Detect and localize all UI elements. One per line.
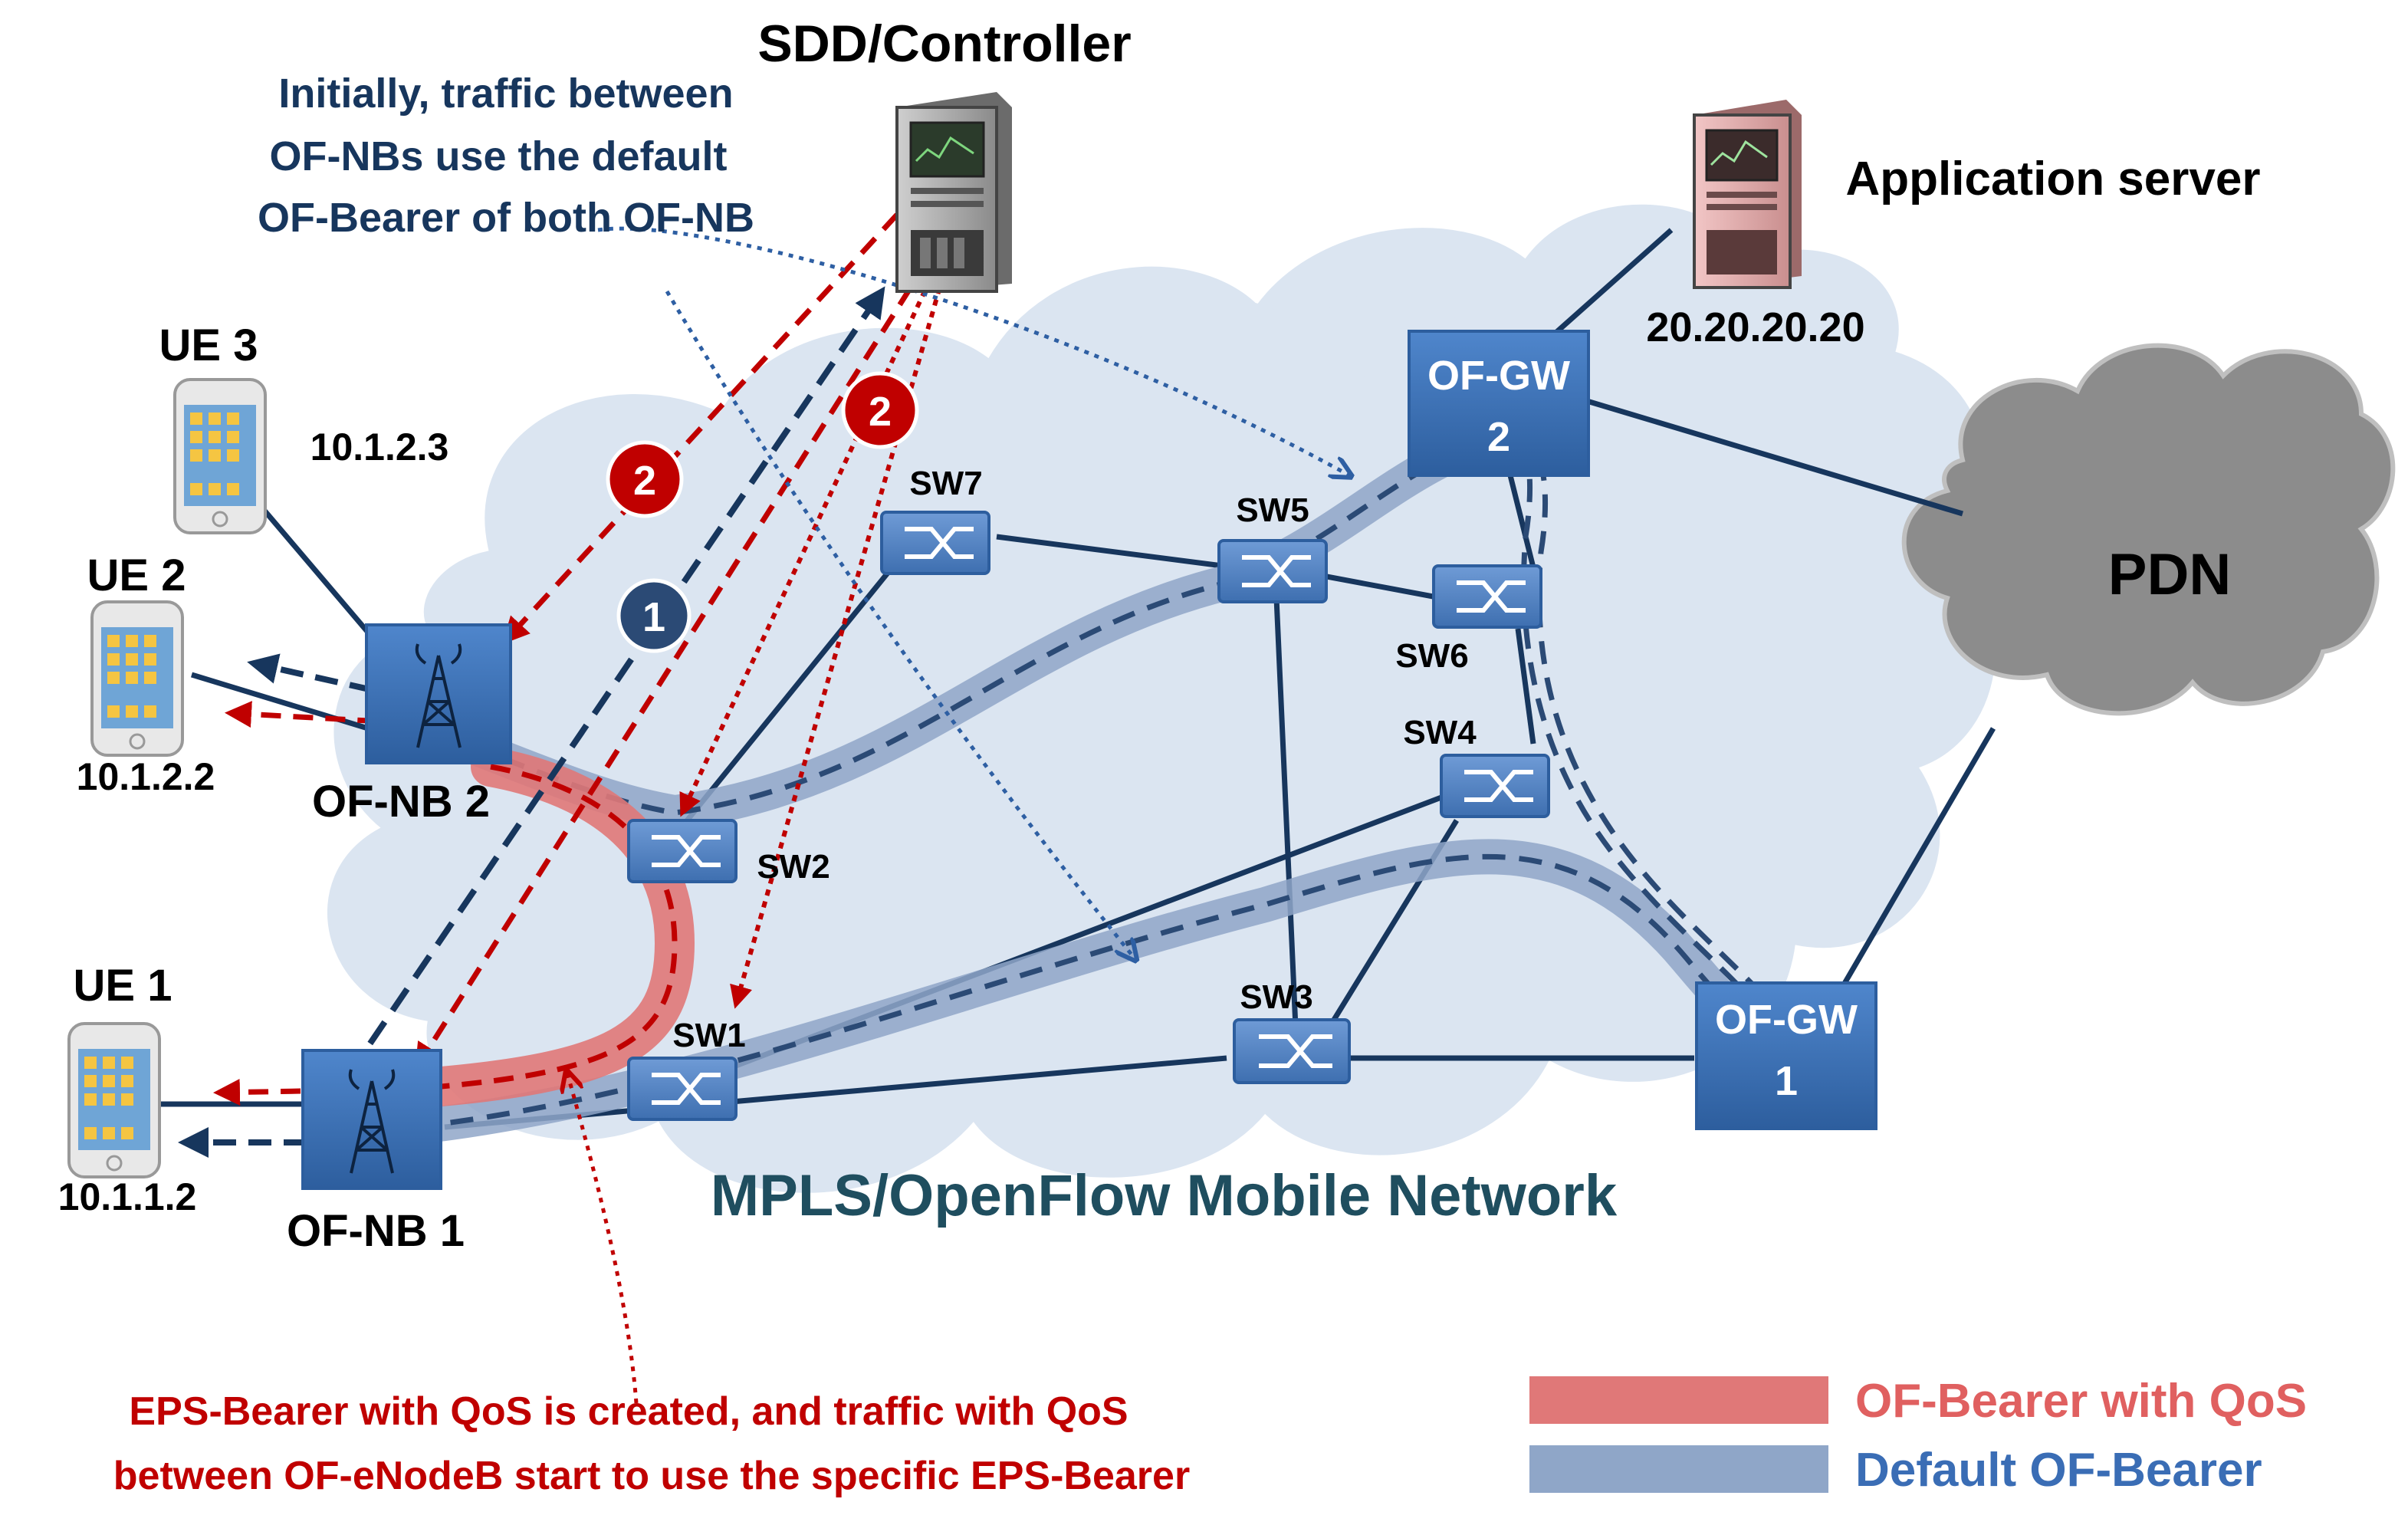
legend-swatch-default <box>1529 1445 1828 1493</box>
annotation-top-line-3: OF-Bearer of both OF-NB <box>258 195 754 241</box>
sw3-label: SW3 <box>1240 978 1312 1016</box>
legend-label-qos: OF-Bearer with QoS <box>1855 1375 2307 1428</box>
nodeb-of-nb2[interactable] <box>365 623 512 764</box>
ue3-ip: 10.1.2.3 <box>310 426 449 468</box>
application-server-icon[interactable] <box>1693 100 1802 289</box>
antenna-tower-icon <box>348 1069 396 1174</box>
gateway-of-gw2[interactable] <box>1408 330 1590 477</box>
switch-sw3[interactable] <box>1233 1018 1351 1084</box>
phone-ue1-icon[interactable] <box>67 1022 161 1178</box>
pdn-label: PDN <box>2108 542 2231 607</box>
sw4-label: SW4 <box>1403 714 1477 751</box>
gw2-label: OF-GW <box>1427 353 1570 399</box>
switch-sw1[interactable] <box>627 1057 738 1121</box>
annotation-top-line-2: OF-NBs use the default <box>269 133 727 179</box>
switch-sw5[interactable] <box>1217 539 1328 603</box>
legend-label-default: Default OF-Bearer <box>1855 1444 2262 1497</box>
controller-server-icon[interactable] <box>895 92 1012 293</box>
switch-sw7[interactable] <box>880 511 990 575</box>
step-2-label-right: 2 <box>869 389 892 435</box>
ue2-ip: 10.1.2.2 <box>77 755 215 798</box>
ue1-label: UE 1 <box>74 961 172 1011</box>
switch-sw6[interactable] <box>1432 564 1542 629</box>
controller-title: SDD/Controller <box>757 15 1131 73</box>
nodeb-of-nb1[interactable] <box>301 1049 442 1190</box>
network-label: MPLS/OpenFlow Mobile Network <box>711 1163 1618 1228</box>
sw2-label: SW2 <box>757 848 829 886</box>
step-2-badge-left: 2 <box>606 440 684 518</box>
switch-sw4[interactable] <box>1440 754 1550 818</box>
app-server-ip: 20.20.20.20 <box>1646 304 1864 350</box>
sw5-label: SW5 <box>1236 491 1309 529</box>
annotation-bottom-line-2: between OF-eNodeB start to use the speci… <box>113 1454 1190 1498</box>
step-1-badge: 1 <box>616 578 692 653</box>
gateway-of-gw1[interactable] <box>1695 981 1877 1130</box>
antenna-tower-icon <box>415 643 462 748</box>
legend-swatch-qos <box>1529 1376 1828 1424</box>
sw1-label: SW1 <box>672 1017 745 1054</box>
ue1-ip: 10.1.1.2 <box>58 1175 197 1218</box>
legend: OF-Bearer with QoS Default OF-Bearer <box>1529 1375 2307 1497</box>
gw2-number: 2 <box>1487 414 1510 460</box>
nb1-label: OF-NB 1 <box>287 1206 465 1256</box>
sw6-label: SW6 <box>1395 637 1468 675</box>
nb2-label: OF-NB 2 <box>312 777 490 827</box>
gw1-number: 1 <box>1775 1058 1798 1104</box>
ue2-label: UE 2 <box>87 551 186 600</box>
phone-ue2-icon[interactable] <box>90 600 184 757</box>
pdn-cloud <box>1901 343 2396 716</box>
annotation-top-line-1: Initially, traffic between <box>278 71 733 117</box>
ue3-label: UE 3 <box>159 320 258 370</box>
step-1-label: 1 <box>642 594 665 640</box>
app-server-label: Application server <box>1846 153 2261 205</box>
step-2-badge-right: 2 <box>841 371 919 449</box>
phone-ue3-icon[interactable] <box>173 378 267 534</box>
switch-sw2[interactable] <box>627 819 738 883</box>
gw1-label: OF-GW <box>1715 997 1858 1043</box>
step-2-label-left: 2 <box>633 458 656 504</box>
sw7-label: SW7 <box>909 465 982 502</box>
annotation-bottom-line-1: EPS-Bearer with QoS is created, and traf… <box>129 1389 1128 1434</box>
